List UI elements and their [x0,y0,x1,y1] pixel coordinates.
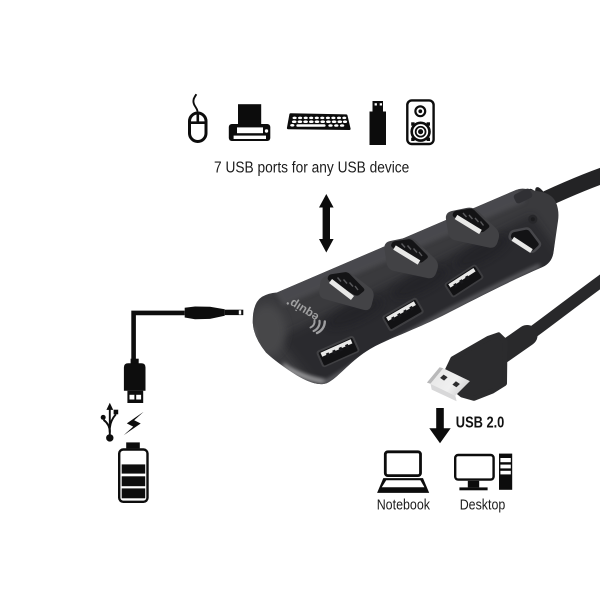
svg-text:Notebook: Notebook [377,497,431,514]
svg-text:Desktop: Desktop [460,497,506,513]
svg-text:USB 2.0: USB 2.0 [456,415,505,432]
svg-text:7 USB ports for any USB device: 7 USB ports for any USB device [214,159,409,176]
